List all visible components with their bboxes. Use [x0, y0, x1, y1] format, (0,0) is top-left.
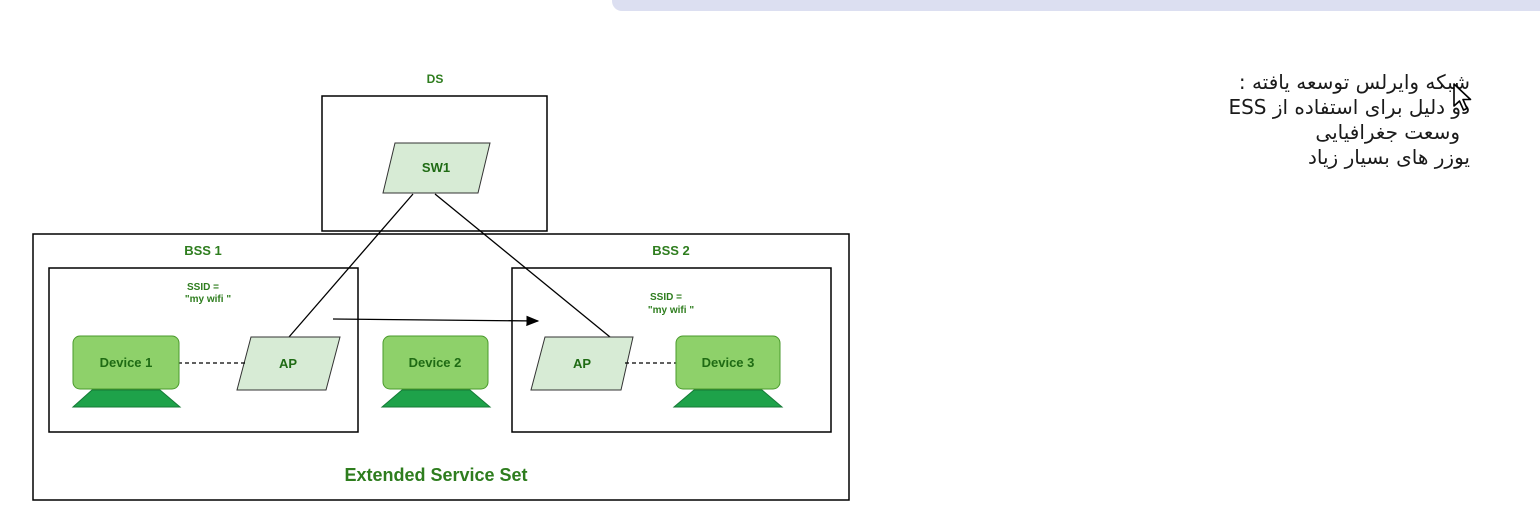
device-3: Device 3 [672, 335, 784, 408]
device-3-label: Device 3 [702, 355, 755, 370]
bss2-label: BSS 2 [652, 243, 690, 258]
mouse-pointer-icon [1453, 83, 1472, 111]
device-1-screen [72, 335, 180, 390]
access-point-1-label: AP [279, 356, 297, 371]
notes-text: شبکه وایرلس توسعه یافته : دو دلیل برای ا… [1080, 70, 1470, 170]
bss2-box [511, 267, 832, 433]
switch-sw1-label: SW1 [422, 160, 450, 175]
note-line-2: دو دلیل برای استفاده از ESS [1228, 95, 1470, 119]
ess-label: Extended Service Set [344, 465, 527, 485]
link-sw1-ap1 [288, 193, 414, 338]
note-line-4: یوزر های بسیار زیاد [1307, 145, 1470, 169]
device-2-base [380, 389, 492, 408]
device-3-screen [675, 335, 781, 390]
ds-label: DS [427, 72, 444, 86]
ess-box [32, 233, 850, 501]
link-sw1-ap2 [434, 193, 611, 338]
device-3-base [672, 389, 784, 408]
ssid1-line1: SSID = [187, 282, 219, 293]
device-2-screen [382, 335, 489, 390]
access-point-2 [530, 336, 634, 391]
switch-sw1 [382, 142, 491, 194]
device-2: Device 2 [380, 335, 492, 408]
bss1-label: BSS 1 [184, 243, 222, 258]
roaming-arrow [332, 315, 540, 327]
device-1-base [71, 389, 182, 408]
note-line-1: شبکه وایرلس توسعه یافته : [1238, 70, 1470, 94]
device-1: Device 1 [71, 335, 182, 408]
bss1-box [48, 267, 359, 433]
ssid2-line1: SSID = [650, 292, 682, 303]
device-1-label: Device 1 [100, 355, 153, 370]
access-point-2-label: AP [573, 356, 591, 371]
device-2-label: Device 2 [409, 355, 462, 370]
ssid1-line2: "my wifi " [185, 294, 231, 305]
top-banner [612, 0, 1540, 11]
note-line-3: وسعت جغرافیایی [1315, 120, 1460, 144]
ssid2-line2: "my wifi " [648, 305, 694, 316]
access-point-1 [236, 336, 341, 391]
